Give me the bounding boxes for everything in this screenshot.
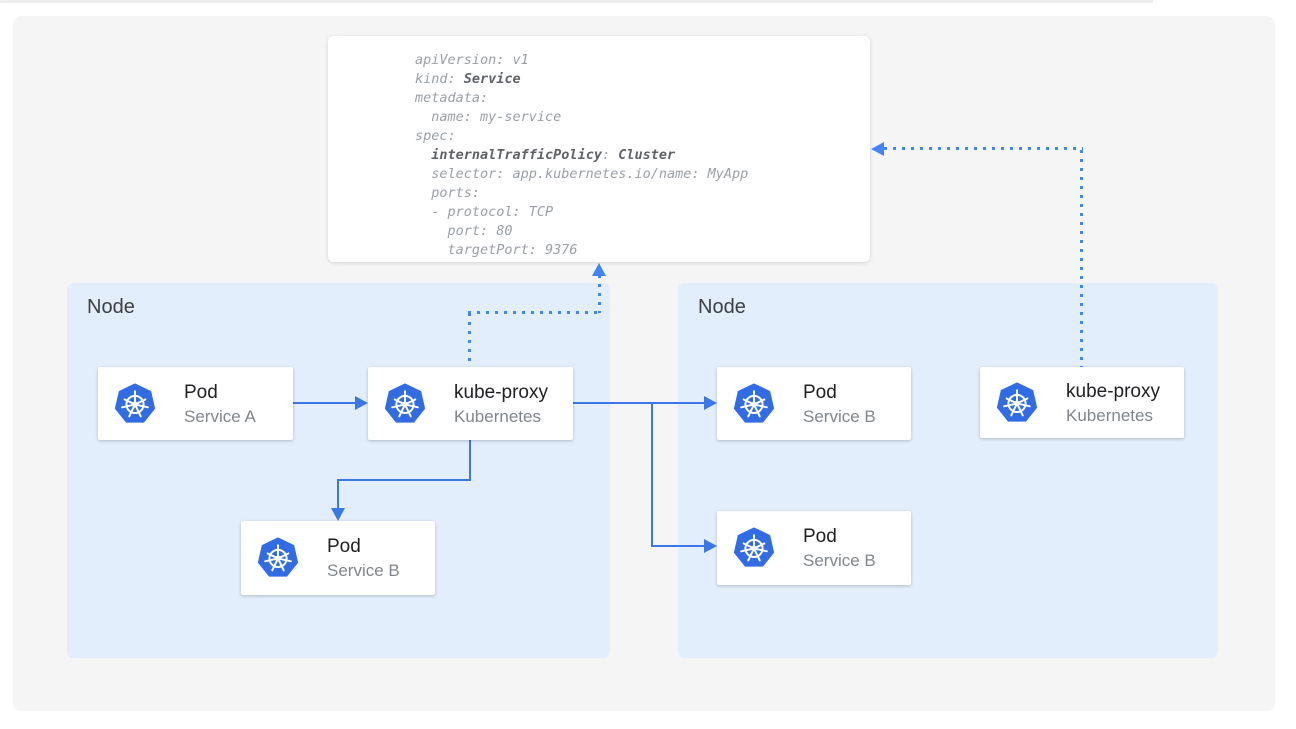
card-kube-proxy-right: kube-proxy Kubernetes <box>980 367 1184 438</box>
card-title: Pod <box>803 526 837 547</box>
card-title: kube-proxy <box>1066 380 1160 402</box>
dotted-arrowhead-up-icon <box>592 263 606 276</box>
arrow-kube-proxy-to-pod-b-right-bottom <box>651 545 706 547</box>
arrow-kube-proxy-to-pod-b-left <box>337 479 339 509</box>
yaml-line: ports: <box>415 185 481 201</box>
arrowhead-right-icon <box>704 396 717 410</box>
arrow-kube-proxy-to-pod-b-left <box>337 479 471 481</box>
card-subtitle: Kubernetes <box>454 406 541 426</box>
top-hairline <box>0 0 1153 3</box>
dotted-arrow-kube-proxy-left-to-service <box>468 313 471 367</box>
yaml-line: metadata: <box>415 90 489 106</box>
yaml-line: name: my-service <box>415 109 562 125</box>
kubernetes-icon <box>113 381 157 427</box>
dotted-arrow-kube-proxy-right-to-service <box>1080 150 1083 367</box>
card-subtitle: Service B <box>803 551 876 570</box>
card-kube-proxy-left: kube-proxy Kubernetes <box>368 367 573 440</box>
yaml-line: selector: app.kubernetes.io/name: MyApp <box>415 166 749 182</box>
node-label: Node <box>698 296 746 318</box>
card-pod-service-b-left: Pod Service B <box>241 521 435 595</box>
card-title: Pod <box>327 536 361 557</box>
card-pod-service-a: Pod Service A <box>98 367 293 440</box>
kubernetes-icon <box>732 381 776 427</box>
kubernetes-icon <box>732 525 776 571</box>
yaml-line: kind: Service <box>415 71 521 87</box>
card-subtitle: Kubernetes <box>1066 405 1153 425</box>
node-container-right: Node <box>678 283 1218 658</box>
yaml-line: port: 80 <box>415 223 513 239</box>
node-label: Node <box>87 296 135 318</box>
arrow-kube-proxy-to-pod-b-right-bottom <box>651 402 653 547</box>
card-title: Pod <box>184 381 218 403</box>
arrow-kube-proxy-to-pod-b-right-top <box>573 402 706 404</box>
arrowhead-down-icon <box>331 508 345 521</box>
yaml-line: apiVersion: v1 <box>415 52 529 68</box>
kubernetes-icon <box>383 381 427 427</box>
card-title: Pod <box>803 381 837 403</box>
dotted-arrow-kube-proxy-left-to-service <box>468 311 600 314</box>
dotted-arrow-kube-proxy-left-to-service <box>598 275 601 313</box>
yaml-line: internalTrafficPolicy: Cluster <box>431 147 676 163</box>
dotted-arrow-kube-proxy-right-to-service <box>884 147 1083 150</box>
yaml-line: - protocol: TCP <box>415 204 554 220</box>
yaml-line: targetPort: 9376 <box>415 242 578 258</box>
arrowhead-right-icon <box>355 396 368 410</box>
kubernetes-icon <box>256 535 300 581</box>
yaml-line: spec: <box>415 128 456 144</box>
card-subtitle: Service B <box>803 406 876 426</box>
card-subtitle: Service A <box>184 406 256 426</box>
card-subtitle: Service B <box>327 561 400 580</box>
card-pod-service-b-right-top: Pod Service B <box>717 367 911 440</box>
card-title: kube-proxy <box>454 381 548 403</box>
arrow-kube-proxy-to-pod-b-left <box>469 440 471 481</box>
arrowhead-right-icon <box>704 539 717 553</box>
card-pod-service-b-right-bottom: Pod Service B <box>717 511 911 585</box>
dotted-arrowhead-left-icon <box>871 142 884 156</box>
arrow-pod-a-to-kube-proxy <box>293 402 356 404</box>
yaml-code-block: apiVersion: v1 kind: Service metadata: nam… <box>328 36 870 262</box>
kubernetes-icon <box>995 380 1039 426</box>
node-container-left: Node <box>67 283 610 658</box>
